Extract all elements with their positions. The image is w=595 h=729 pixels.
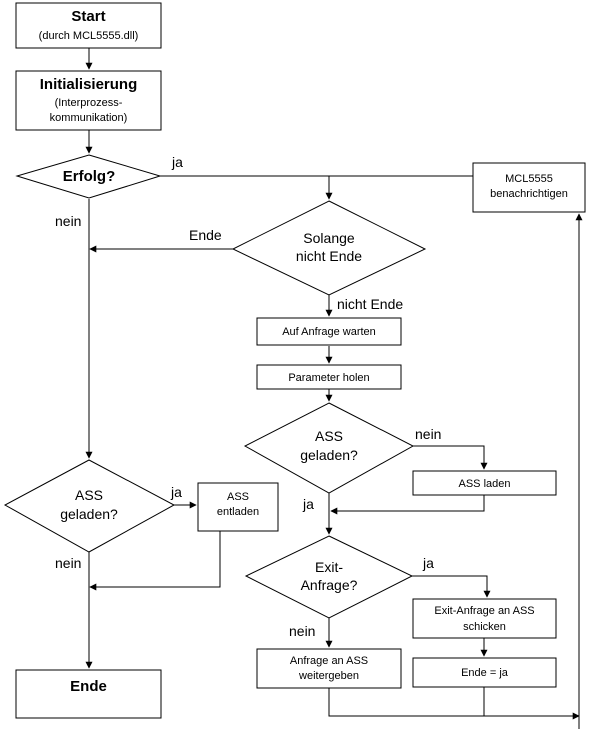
notify-line1: MCL5555 [505, 173, 553, 185]
exit-send-line2: schicken [463, 621, 506, 633]
init-sub1: (Interprozess- [55, 97, 123, 109]
exit-send-box: Exit-Anfrage an ASS schicken [412, 598, 557, 639]
params-label: Parameter holen [288, 372, 369, 384]
init-sub2: kommunikation) [50, 112, 128, 124]
ass-loaded-left-decision: ASS geladen? [3, 459, 176, 553]
forward-box: Anfrage an ASS weitergeben [256, 648, 402, 689]
edge-labels: ja nein Ende nicht Ende nein ja ja nein … [55, 154, 441, 639]
solange-line1: Solange [303, 230, 355, 246]
edge-exit-yes [412, 575, 491, 598]
label-solange-notend: nicht Ende [337, 296, 403, 312]
label-ass-left-yes: ja [170, 484, 182, 500]
start-subtitle: (durch MCL5555.dll) [39, 30, 139, 42]
ass-loaded-right-decision: ASS geladen? [243, 402, 415, 494]
ass-right-line1: ASS [315, 428, 343, 444]
init-title: Initialisierung [40, 76, 138, 93]
notify-box: MCL5555 benachrichtigen [472, 162, 586, 213]
end-box: Ende [15, 669, 162, 719]
erfolg-label: Erfolg? [63, 168, 116, 185]
solange-decision: Solange nicht Ende [231, 200, 427, 296]
exit-send-line1: Exit-Anfrage an ASS [434, 605, 534, 617]
connectors [85, 48, 583, 729]
ass-unload-box: ASS entladen [197, 482, 279, 532]
end-flag-box: Ende = ja [412, 657, 557, 688]
wait-box: Auf Anfrage warten [256, 317, 402, 346]
exit-line1: Exit- [315, 559, 343, 575]
start-title: Start [71, 8, 105, 25]
notify-line2: benachrichtigen [490, 188, 568, 200]
label-ass-right-yes: ja [302, 496, 314, 512]
edge-assload-merge [330, 495, 485, 515]
exit-request-decision: Exit- Anfrage? [244, 535, 414, 619]
solange-line2: nicht Ende [296, 248, 362, 264]
label-exit-yes: ja [422, 555, 434, 571]
end-label: Ende [70, 678, 107, 695]
label-erfolg-no: nein [55, 213, 81, 229]
edge-ass-right-no [413, 445, 488, 470]
label-erfolg-yes: ja [171, 154, 183, 170]
edge-forward-return [328, 688, 580, 720]
exit-line2: Anfrage? [301, 577, 358, 593]
ass-unload-line1: ASS [227, 491, 249, 503]
edge-unload-merge [89, 531, 221, 591]
ass-left-line1: ASS [75, 487, 103, 503]
ass-load-label: ASS laden [459, 478, 511, 490]
ass-unload-line2: entladen [217, 506, 259, 518]
ass-left-line2: geladen? [60, 506, 118, 522]
wait-label: Auf Anfrage warten [282, 326, 376, 338]
label-solange-end: Ende [189, 227, 222, 243]
forward-line1: Anfrage an ASS [290, 655, 368, 667]
ass-right-line2: geladen? [300, 447, 358, 463]
label-ass-left-no: nein [55, 555, 81, 571]
init-box: Initialisierung (Interprozess- kommunika… [15, 70, 162, 131]
end-flag-label: Ende = ja [461, 667, 509, 679]
ass-load-box: ASS laden [412, 470, 557, 496]
forward-line2: weitergeben [298, 670, 359, 682]
start-box: Start (durch MCL5555.dll) [15, 2, 162, 49]
label-ass-right-no: nein [415, 426, 441, 442]
erfolg-decision: Erfolg? [15, 154, 162, 199]
params-box: Parameter holen [256, 364, 402, 390]
label-exit-no: nein [289, 623, 315, 639]
